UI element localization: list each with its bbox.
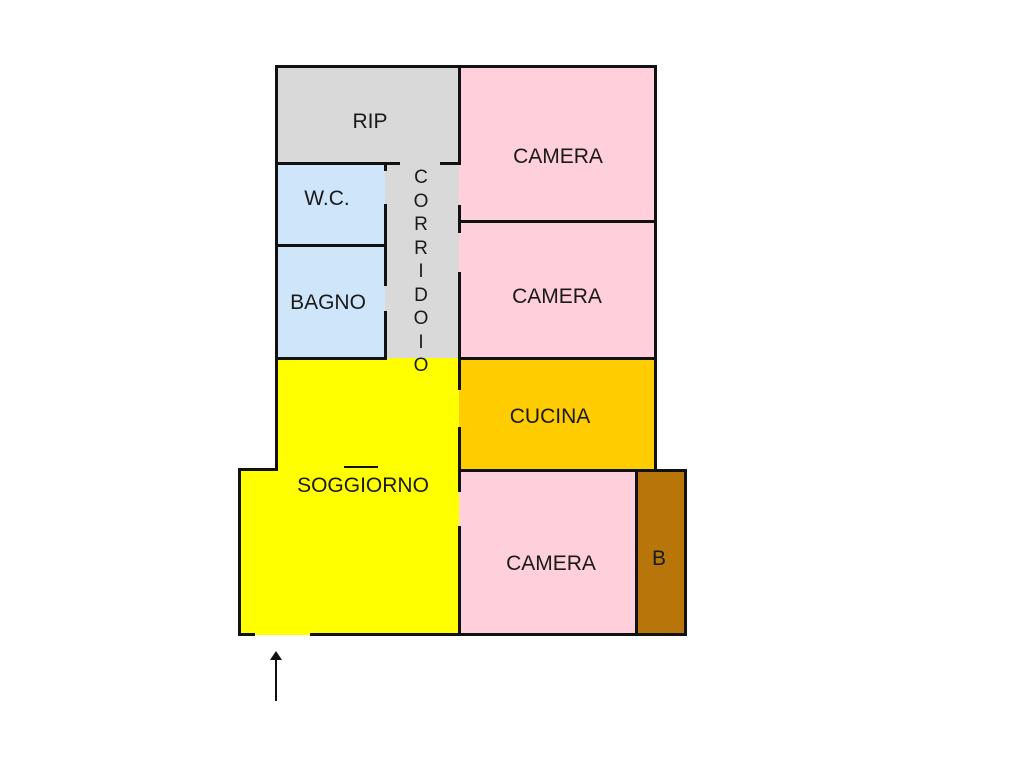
wall-sogg-cucina-2 — [458, 427, 461, 492]
wall-corr-right-1 — [458, 205, 461, 233]
wall-bagno-bottom — [275, 357, 387, 360]
wall-sogg-cucina-1 — [458, 358, 461, 390]
wall-rip-bottom-left — [275, 162, 400, 165]
room-camera-3 — [459, 470, 636, 635]
wall-corr-right-2 — [458, 272, 461, 360]
wall-left-upper — [275, 65, 278, 471]
wall-left-lower — [238, 468, 241, 636]
room-wc — [276, 163, 385, 245]
wall-wc-bagno — [275, 244, 386, 247]
room-camera-1 — [459, 66, 656, 221]
wall-top — [275, 65, 657, 68]
room-soggiorno-upper — [276, 358, 459, 470]
wall-balcone-top — [654, 469, 687, 472]
room-soggiorno-lower — [238, 470, 459, 635]
label-soggiorno: SOGGIORNO — [297, 474, 429, 497]
label-camera-2: CAMERA — [512, 285, 602, 308]
label-camera-1: CAMERA — [513, 145, 603, 168]
label-rip: RIP — [352, 110, 388, 133]
wall-bagno-right-2 — [384, 311, 387, 359]
room-rip — [276, 66, 459, 163]
wall-step — [238, 468, 278, 471]
wall-rip-right — [458, 65, 461, 165]
room-bagno — [276, 245, 385, 358]
label-bagno: BAGNO — [290, 291, 366, 314]
wall-camera-1-2 — [458, 220, 656, 223]
wall-sogg-camera-3 — [458, 526, 461, 636]
room-cucina — [459, 358, 656, 470]
room-corridoio — [385, 163, 459, 358]
wall-camera-2-cucina — [458, 357, 656, 360]
wall-bottom-left — [238, 633, 255, 636]
wall-right-upper — [654, 65, 657, 472]
wall-rip-bottom-right — [440, 162, 460, 165]
up-arrow-icon — [270, 651, 282, 701]
soggiorno-mark — [344, 466, 378, 468]
label-corridoio: C O R R I D O I O — [413, 167, 429, 376]
wall-balcone-left — [635, 470, 638, 635]
label-camera-3: CAMERA — [506, 552, 596, 575]
wall-bottom-right — [310, 633, 687, 636]
wall-wc-right-1 — [384, 163, 387, 171]
wall-balcone-right — [684, 469, 687, 636]
room-balcone — [636, 470, 686, 635]
label-balcone: B — [651, 547, 667, 570]
label-wc: W.C. — [304, 187, 350, 210]
wall-cucina-camera-3 — [458, 469, 656, 472]
label-cucina: CUCINA — [509, 405, 591, 428]
room-camera-2 — [459, 221, 656, 358]
